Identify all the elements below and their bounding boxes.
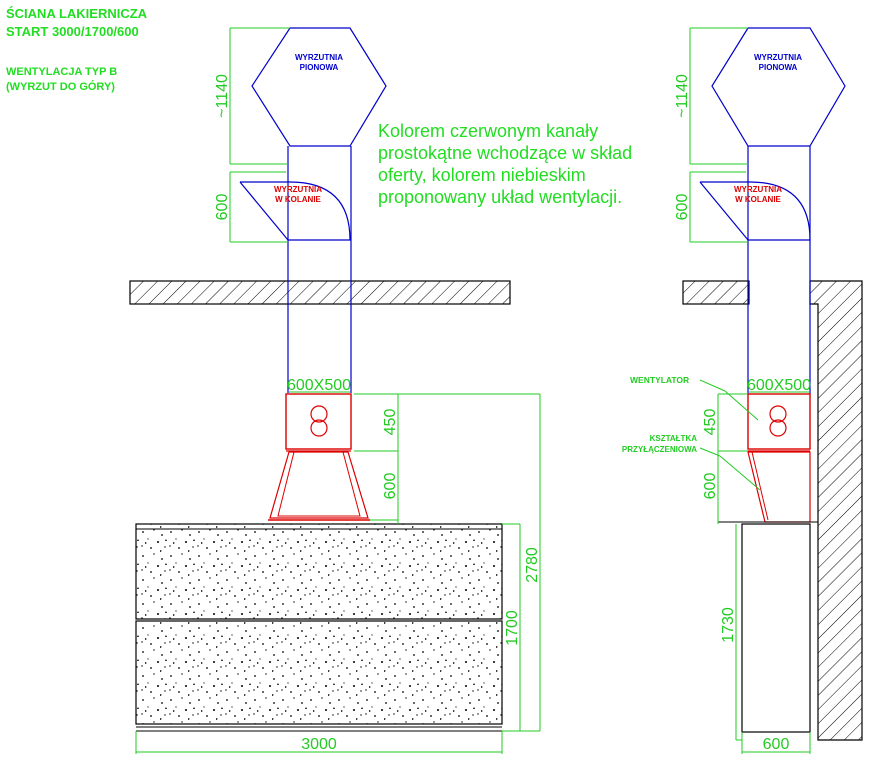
connector-label-2: PRZYŁĄCZENIOWA bbox=[622, 445, 697, 454]
side-view bbox=[682, 27, 863, 741]
front-elbow-label-2: W KOLANIE bbox=[275, 195, 321, 204]
front-stack-height: ~1140 bbox=[214, 74, 231, 118]
drawing-title-line1: ŚCIANA LAKIERNICZA bbox=[6, 6, 148, 21]
fan-label: WENTYLATOR bbox=[630, 375, 689, 385]
front-elbow-label-1: WYRZUTNIA bbox=[274, 185, 322, 194]
side-duct-size: 600X500 bbox=[747, 377, 811, 394]
front-duct-size: 600X500 bbox=[287, 377, 351, 394]
color-legend-note: Kolorem czerwonym kanały prostokątne wch… bbox=[378, 121, 633, 207]
side-vertical-outlet bbox=[711, 27, 846, 147]
ventilation-direction: (WYRZUT DO GÓRY) bbox=[6, 81, 115, 93]
front-booth-width: 3000 bbox=[301, 736, 337, 753]
front-booth-lower bbox=[135, 620, 503, 725]
component-labels: WYRZUTNIA PIONOWA WYRZUTNIA W KOLANIE WY… bbox=[274, 53, 802, 454]
side-connector-height: 600 bbox=[702, 473, 719, 500]
side-outlet-label-2: PIONOWA bbox=[759, 63, 798, 72]
front-fan-box bbox=[285, 393, 352, 450]
side-elbow-outlet bbox=[700, 181, 811, 241]
front-booth-height: 1700 bbox=[504, 610, 521, 646]
front-fan-height: 450 bbox=[382, 409, 399, 436]
drawing-title-line2: START 3000/1700/600 bbox=[6, 24, 139, 39]
front-view bbox=[129, 27, 511, 732]
side-booth-width: 600 bbox=[763, 736, 790, 753]
ventilation-type: WENTYLACJA TYP B bbox=[6, 66, 118, 78]
front-total-height: 2780 bbox=[524, 547, 541, 583]
connector-label-1: KSZTAŁTKA bbox=[650, 434, 698, 443]
side-booth-height: 1730 bbox=[720, 607, 737, 643]
side-elbow-height: 600 bbox=[674, 194, 691, 221]
front-elbow-outlet bbox=[240, 181, 351, 241]
side-fan-height: 450 bbox=[702, 409, 719, 436]
side-elbow-label-2: W KOLANIE bbox=[735, 195, 781, 204]
front-outlet-label-1: WYRZUTNIA bbox=[295, 53, 343, 62]
side-wall bbox=[809, 280, 863, 741]
front-dimensions bbox=[135, 27, 541, 754]
front-roof-slab bbox=[129, 280, 511, 305]
side-elbow-label-1: WYRZUTNIA bbox=[734, 185, 782, 194]
front-elbow-height: 600 bbox=[214, 194, 231, 221]
front-outlet-label-2: PIONOWA bbox=[300, 63, 339, 72]
side-dimensions bbox=[689, 27, 811, 754]
side-connector-piece bbox=[747, 451, 811, 523]
dimension-texts: ~1140 600 600X500 450 600 2780 1700 3000… bbox=[214, 74, 811, 753]
side-outlet-label-1: WYRZUTNIA bbox=[754, 53, 802, 62]
front-vertical-outlet bbox=[251, 27, 387, 147]
side-stack-height: ~1140 bbox=[674, 74, 691, 118]
front-transition-height: 600 bbox=[382, 473, 399, 500]
front-transition-piece bbox=[269, 451, 369, 519]
side-roof-slab bbox=[682, 280, 750, 305]
front-booth-upper bbox=[135, 523, 503, 620]
side-fan-box bbox=[747, 393, 811, 450]
side-booth bbox=[741, 523, 811, 733]
